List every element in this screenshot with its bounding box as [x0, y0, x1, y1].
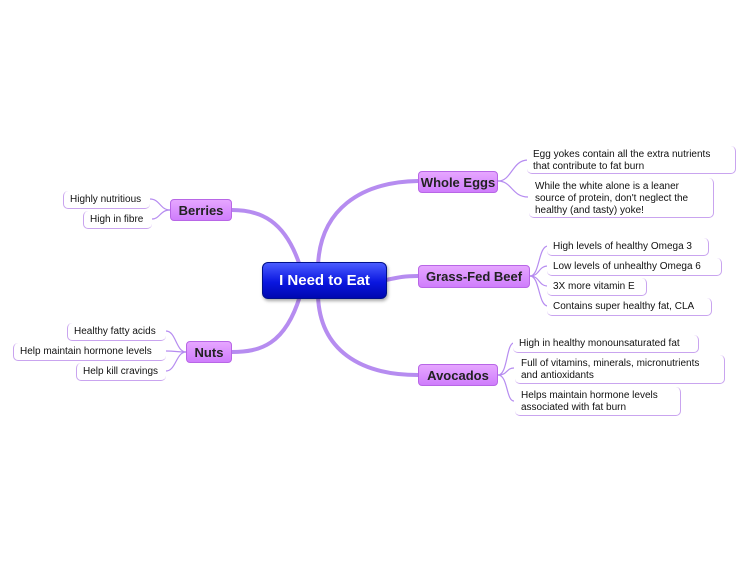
leaf-beef-4[interactable]: Contains super healthy fat, CLA: [547, 298, 712, 316]
connector-berries: [230, 208, 302, 268]
leaf-nuts-2[interactable]: Help maintain hormone levels: [13, 343, 166, 361]
connector-whole-eggs: [316, 179, 420, 268]
leaf-berries-2[interactable]: High in fibre: [83, 211, 152, 229]
leaf-whole-eggs-2[interactable]: While the white alone is a leaner source…: [529, 178, 714, 218]
branch-grass-fed-beef[interactable]: Grass-Fed Beef: [418, 265, 530, 288]
branch-avocados[interactable]: Avocados: [418, 364, 498, 386]
connector-nuts: [230, 294, 302, 354]
connector-grass-fed-beef: [384, 274, 420, 282]
leaf-beef-3[interactable]: 3X more vitamin E: [547, 278, 647, 296]
leaf-nuts-1[interactable]: Healthy fatty acids: [67, 323, 166, 341]
leaf-beef-1[interactable]: High levels of healthy Omega 3: [547, 238, 709, 256]
leaf-berries-1[interactable]: Highly nutritious: [63, 191, 150, 209]
connector-avocados: [316, 294, 420, 377]
leaf-avocados-3[interactable]: Helps maintain hormone levels associated…: [515, 387, 681, 416]
leaf-beef-2[interactable]: Low levels of unhealthy Omega 6: [547, 258, 722, 276]
branch-berries[interactable]: Berries: [170, 199, 232, 221]
leaf-nuts-3[interactable]: Help kill cravings: [76, 363, 166, 381]
leaf-avocados-1[interactable]: High in healthy monounsaturated fat: [513, 335, 699, 353]
leaf-avocados-2[interactable]: Full of vitamins, minerals, micronutrien…: [515, 355, 725, 384]
branch-nuts[interactable]: Nuts: [186, 341, 232, 363]
branch-whole-eggs[interactable]: Whole Eggs: [418, 171, 498, 193]
leaf-whole-eggs-1[interactable]: Egg yokes contain all the extra nutrient…: [527, 146, 736, 174]
central-topic[interactable]: I Need to Eat: [262, 262, 387, 299]
